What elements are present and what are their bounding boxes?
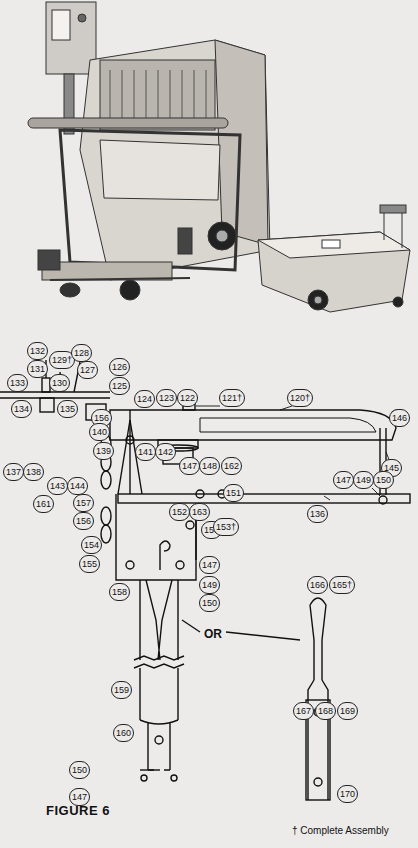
callout-number: 138 xyxy=(23,463,44,481)
callout-number: 127 xyxy=(77,361,98,379)
callout-number: 137 xyxy=(3,463,24,481)
callout-number: 132 xyxy=(27,342,48,360)
callout-number: 122 xyxy=(177,389,198,407)
callout-number: 131 xyxy=(27,360,48,378)
callout-number: 140 xyxy=(89,423,110,441)
callout-number: 154 xyxy=(81,536,102,554)
callout-number: 157 xyxy=(73,494,94,512)
callout-number: 124 xyxy=(134,390,155,408)
callout-number: 156 xyxy=(73,512,94,530)
callout-number: 125 xyxy=(109,377,130,395)
callout-number: 165† xyxy=(329,576,355,594)
callout-number: 151 xyxy=(223,484,244,502)
callout-number: 149 xyxy=(353,471,374,489)
callout-number: 170 xyxy=(337,785,358,803)
callout-number: 128 xyxy=(71,344,92,362)
or-text: OR xyxy=(202,627,224,641)
callout-number: 169 xyxy=(337,702,358,720)
callout-number: 162 xyxy=(221,457,242,475)
callout-number: 141 xyxy=(135,443,156,461)
callout-number: 168 xyxy=(315,702,336,720)
callout-number: 144 xyxy=(67,477,88,495)
callout-number: 126 xyxy=(109,358,130,376)
callout-number: 149 xyxy=(199,576,220,594)
callout-number: 150 xyxy=(69,761,90,779)
machine-photo-small xyxy=(258,205,410,312)
callout-number: 161 xyxy=(33,495,54,513)
callout-number: 167 xyxy=(293,702,314,720)
callout-number: 120† xyxy=(287,389,313,407)
figure-caption: FIGURE 6 xyxy=(46,803,110,818)
exploded-view xyxy=(0,360,410,800)
callout-number: 166 xyxy=(307,576,328,594)
callout-number: 139 xyxy=(93,442,114,460)
callout-number: 160 xyxy=(113,724,134,742)
callout-number: 130 xyxy=(49,374,70,392)
callout-number: 150 xyxy=(199,594,220,612)
callout-number: 153† xyxy=(213,518,239,536)
callout-number: 147 xyxy=(179,457,200,475)
callout-number: 152 xyxy=(169,503,190,521)
footnote: † Complete Assembly xyxy=(290,825,391,836)
callout-number: 147 xyxy=(333,471,354,489)
callout-number: 159 xyxy=(111,681,132,699)
callout-number: 135 xyxy=(57,400,78,418)
callout-number: 121† xyxy=(219,389,245,407)
callout-number: 142 xyxy=(155,443,176,461)
callout-number: 133 xyxy=(7,374,28,392)
callout-number: 143 xyxy=(47,477,68,495)
callout-number: 158 xyxy=(109,583,130,601)
callout-number: 134 xyxy=(11,400,32,418)
callout-number: 155 xyxy=(79,555,100,573)
callout-number: 136 xyxy=(307,505,328,523)
callout-number: 147 xyxy=(199,556,220,574)
callout-number: 146 xyxy=(389,409,410,427)
callout-number: 123 xyxy=(156,389,177,407)
leader-lines xyxy=(100,406,390,500)
callout-number: 163 xyxy=(189,503,210,521)
callout-number: 148 xyxy=(199,457,220,475)
machine-photo xyxy=(28,2,270,300)
callout-number: 150 xyxy=(373,471,394,489)
